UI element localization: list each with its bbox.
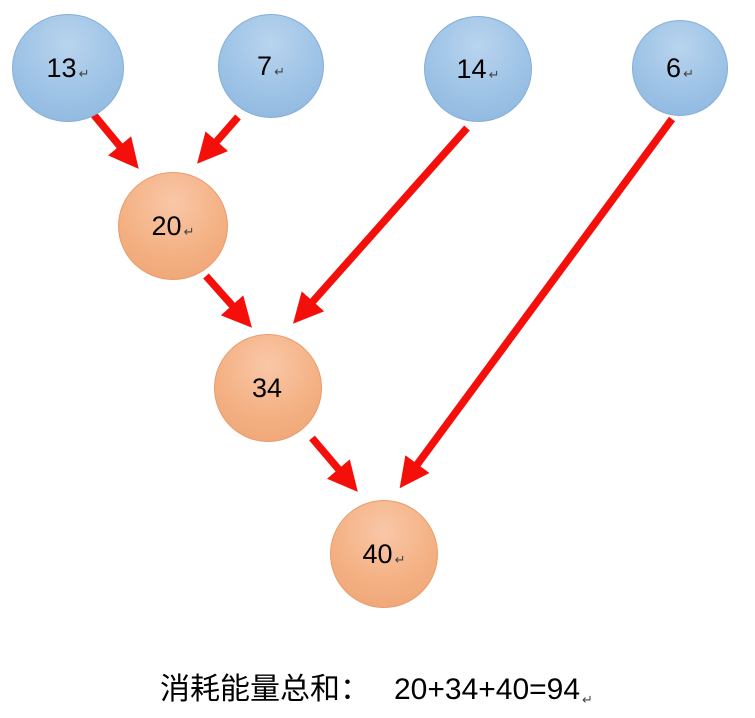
node-leaf-7: 7 ↵ [218,14,324,118]
node-leaf-13: 13 ↵ [12,14,124,122]
paragraph-mark: ↵ [394,551,406,567]
paragraph-mark: ↵ [683,65,694,81]
node-leaf-6: 6 ↵ [632,20,728,116]
node-value: 6 [666,52,682,83]
arrow-13-to-20 [91,112,139,169]
energy-summary: 消耗能量总和： 20+34+40=94↵ [160,664,593,708]
arrow-14-to-34 [293,125,470,324]
node-value: 14 [456,53,487,84]
node-merge-20: 20 ↵ [118,172,228,280]
paragraph-mark: ↵ [488,66,500,82]
node-leaf-14: 14 ↵ [424,16,532,122]
paragraph-mark: ↵ [78,65,90,81]
node-value: 34 [251,372,283,403]
paragraph-mark: ↵ [183,223,195,239]
arrow-20-to-34 [203,273,252,328]
node-value: 40 [362,538,393,569]
node-value: 7 [257,50,273,81]
paragraph-mark: ↵ [274,63,285,79]
node-merge-40: 40 ↵ [330,500,438,608]
summary-equation: 20+34+40=94 [394,673,581,706]
node-value: 13 [46,52,77,83]
arrow-7-to-20 [197,114,241,164]
arrow-6-to-40 [399,116,676,489]
summary-label: 消耗能量总和： [160,673,370,706]
node-merge-34: 34 [214,334,322,442]
arrow-34-to-40 [309,435,358,492]
node-value: 20 [151,210,182,241]
paragraph-mark: ↵ [582,692,593,707]
